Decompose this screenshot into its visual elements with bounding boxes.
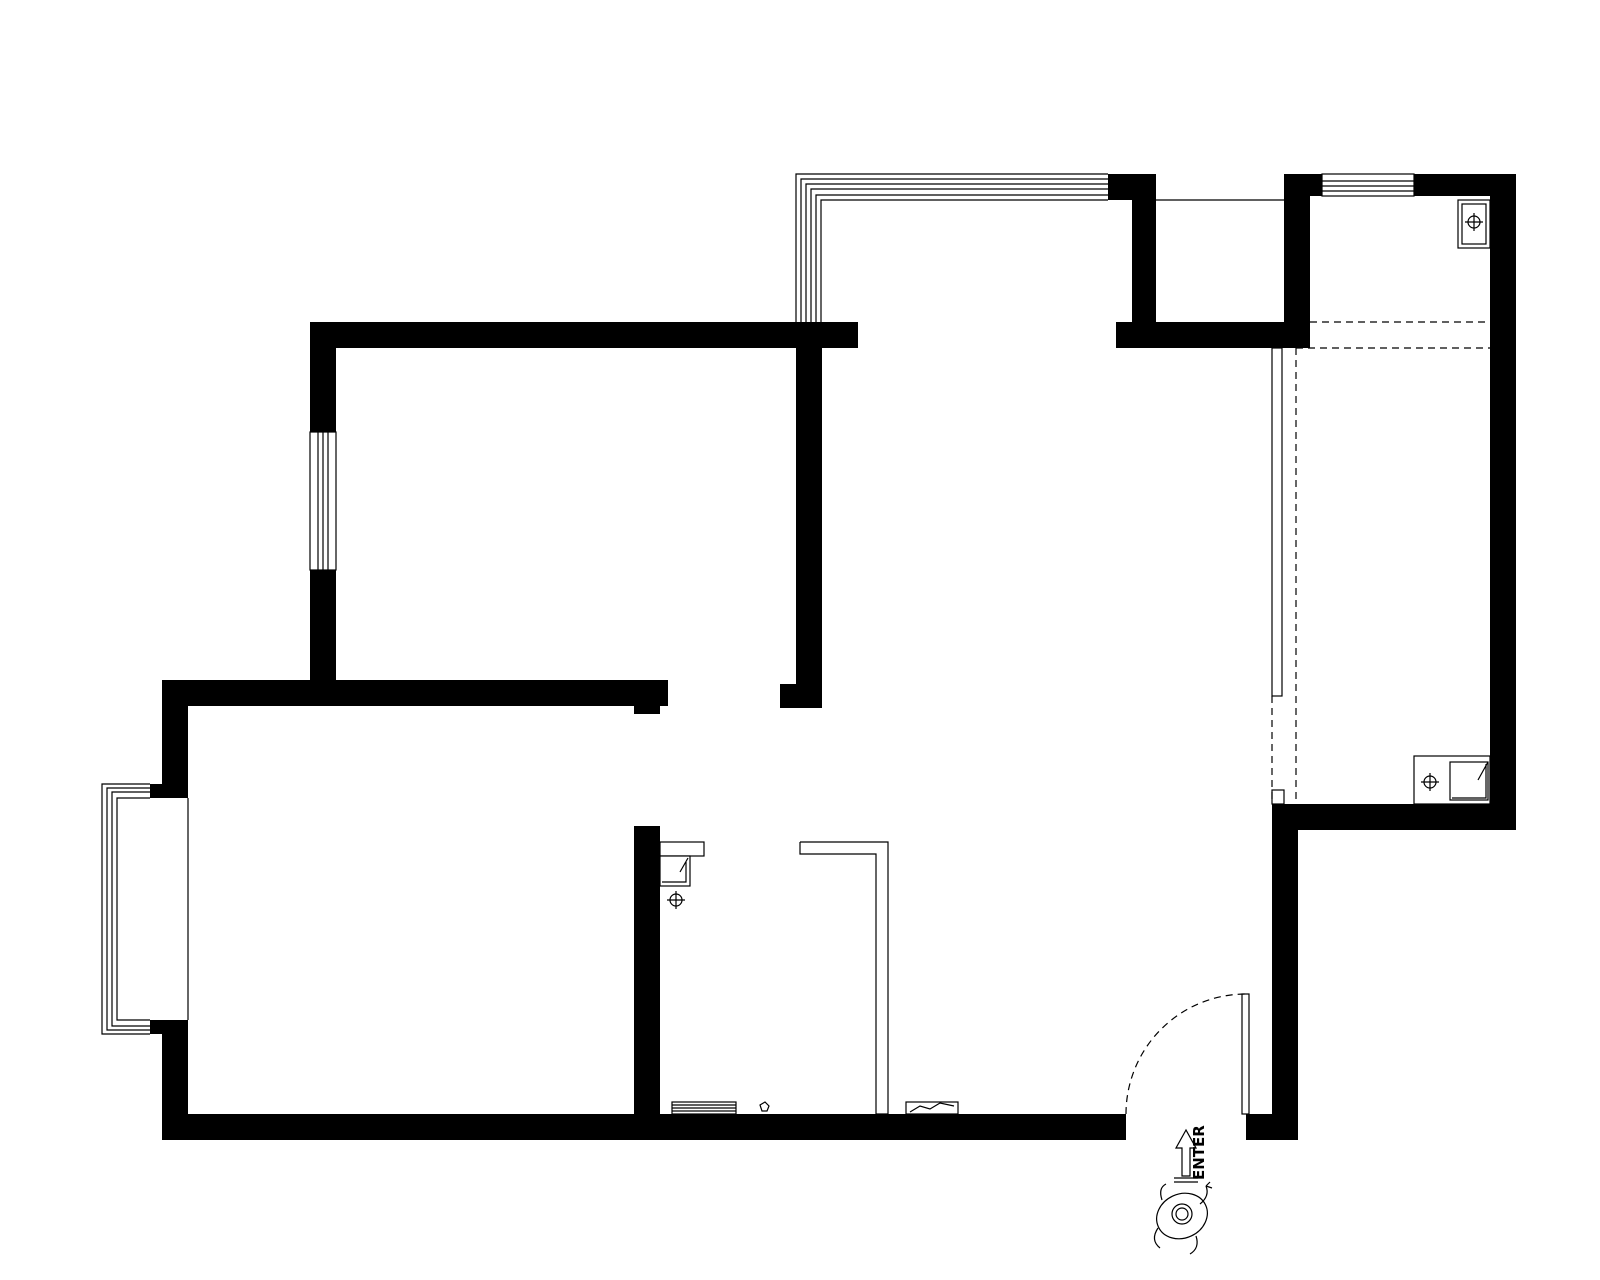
entry-arrow-icon <box>1174 1128 1198 1183</box>
kitchen-sink-icon <box>1413 755 1491 805</box>
sliding-door-stop <box>1271 789 1285 805</box>
floor-grille-icon <box>671 1101 737 1115</box>
windows <box>101 173 1415 1035</box>
wall-bedroom1-top <box>310 322 858 348</box>
small-drain-icon <box>759 1101 770 1112</box>
window-kitchen-top <box>1321 173 1415 197</box>
wall-entry-right <box>1272 804 1298 1140</box>
wall-bedroom1-right <box>796 348 822 708</box>
wall-kitchen-left-vertical <box>1284 174 1310 348</box>
bathroom-partition <box>799 841 889 1115</box>
walls <box>150 174 1516 1140</box>
wall-bedroom2-left-upper <box>162 680 188 798</box>
wall-bedroom2-left-upper-cap <box>150 784 188 798</box>
bathroom-basin-icon <box>659 841 705 887</box>
wall-bedroom1-right-stub <box>780 684 822 708</box>
wall-kitchen-bottom <box>1272 804 1516 830</box>
door-leaf <box>1241 993 1250 1115</box>
door-swing-arc <box>1125 993 1247 1115</box>
window-balcony-corner <box>795 173 1108 322</box>
wall-mid-horizontal-stub <box>634 706 660 714</box>
kitchen-partition <box>1271 321 1490 805</box>
window-bedroom1-left <box>309 431 337 571</box>
wall-top-right-horizontal <box>1116 322 1308 348</box>
floor-drain-icon <box>1421 773 1439 791</box>
person-icon <box>1153 1181 1213 1255</box>
cabinet-icon <box>905 1101 959 1115</box>
entry-label: ENTER <box>1190 1125 1208 1180</box>
wall-bathroom-left <box>634 826 660 1140</box>
wall-top-pier-vertical <box>1132 174 1156 348</box>
floor-drain-icon <box>667 891 685 909</box>
window-bedroom2-bay <box>101 783 189 1035</box>
wall-mid-horizontal <box>162 680 668 706</box>
wall-kitchen-top-left <box>1284 174 1322 196</box>
wall-entry-right-foot <box>1246 1114 1298 1140</box>
entrance-door <box>1125 993 1250 1115</box>
floor-drain-icon <box>1457 199 1491 249</box>
wall-bedroom2-left-lower-cap <box>150 1020 188 1034</box>
sliding-door-panel <box>1271 347 1283 697</box>
wall-right <box>1490 174 1516 830</box>
wall-bedroom1-left-lower <box>310 570 336 690</box>
wall-bedroom1-left-upper <box>310 322 336 432</box>
fixtures <box>659 199 1491 1115</box>
